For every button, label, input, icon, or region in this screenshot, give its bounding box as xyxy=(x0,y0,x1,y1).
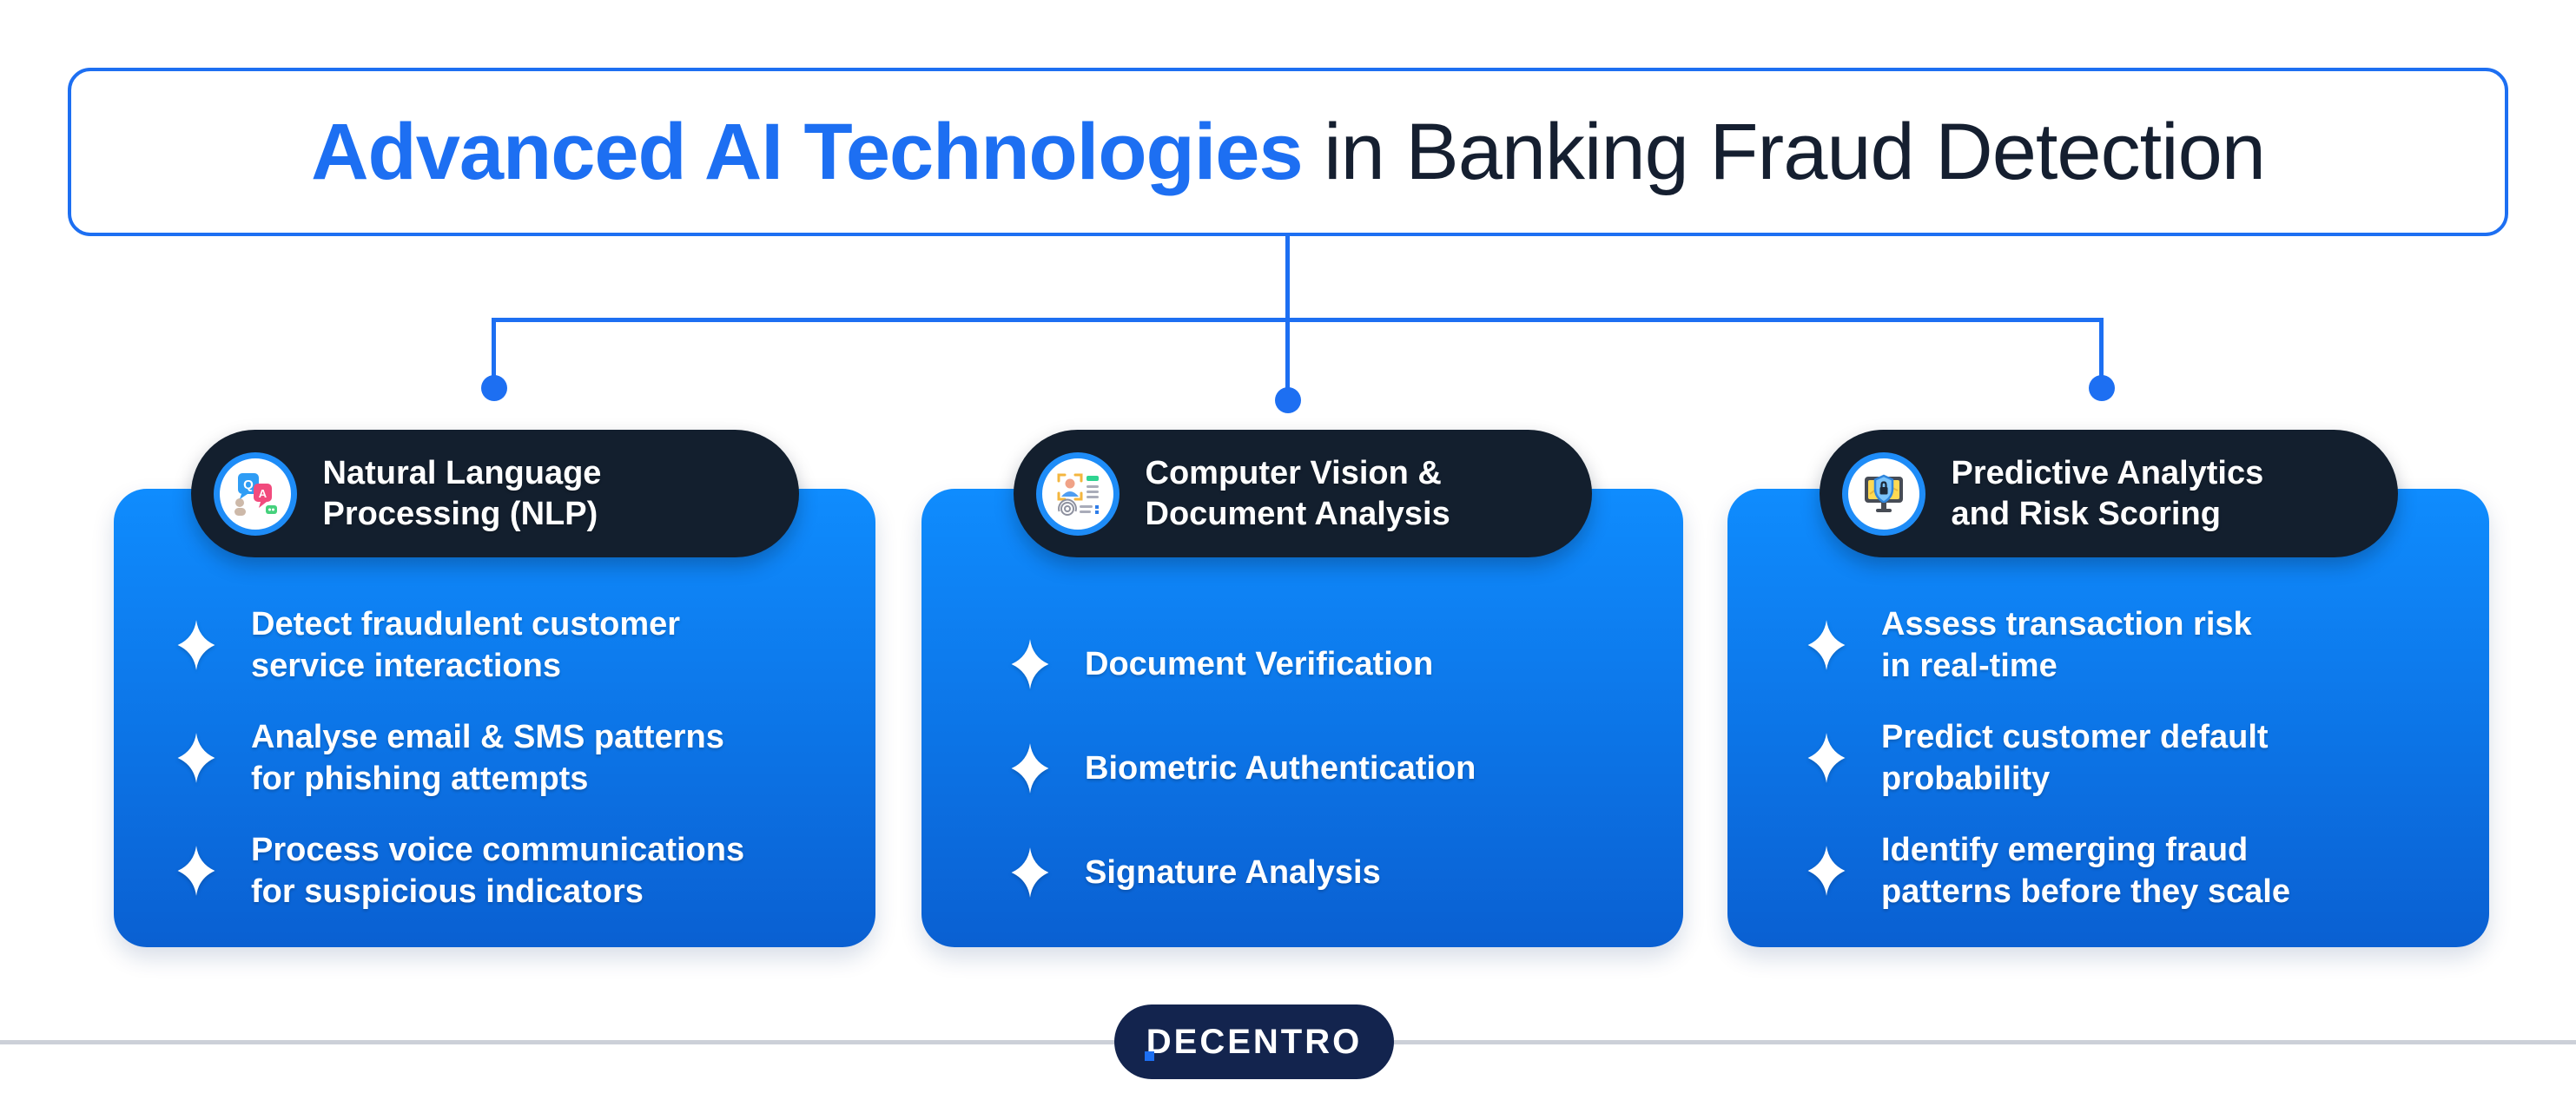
page-title-rest: in Banking Fraud Detection xyxy=(1302,107,2266,196)
connector-stem xyxy=(1285,236,1290,318)
list-item: Document Verification xyxy=(1008,638,1648,690)
sparkle-icon xyxy=(1011,743,1049,794)
logo-dot xyxy=(1144,1051,1154,1061)
sparkle-icon xyxy=(177,733,215,783)
list-item: Biometric Authentication xyxy=(1008,742,1648,794)
card-computer-vision-header: Computer Vision & Document Analysis xyxy=(1013,430,1592,557)
card-nlp-icon-circle: Q A xyxy=(213,451,297,536)
connector-drop-center xyxy=(1285,318,1290,389)
connector-dot-right xyxy=(2089,375,2115,401)
decentro-logo: DECENTRO xyxy=(1114,1004,1394,1079)
card-predictive-analytics-header: Predictive Analytics and Risk Scoring xyxy=(1819,430,2398,557)
card-computer-vision-icon-circle xyxy=(1035,451,1120,536)
svg-text:A: A xyxy=(258,487,267,500)
list-item: Signature Analysis xyxy=(1008,846,1648,899)
monitor-shield-icon xyxy=(1864,474,1903,512)
card-predictive-analytics-icon-circle xyxy=(1841,451,1925,536)
sparkle-icon xyxy=(1011,847,1049,898)
id-document-icon xyxy=(1057,473,1099,516)
connector-dot-left xyxy=(481,375,507,401)
sparkle-icon xyxy=(177,846,215,896)
sparkle-icon xyxy=(1807,733,1846,783)
connector-drop-left xyxy=(492,318,496,377)
page-title-highlight: Advanced AI Technologies xyxy=(311,107,1304,196)
svg-text:Q: Q xyxy=(243,478,254,492)
card-computer-vision-bullets: Document Verification Biometric Authenti… xyxy=(921,489,1683,899)
card-computer-vision-title: Computer Vision & Document Analysis xyxy=(1145,454,1450,532)
sparkle-icon xyxy=(1807,620,1846,670)
card-predictive-analytics: Predictive Analytics and Risk Scoring As… xyxy=(1727,430,2489,947)
connector-dot-center xyxy=(1275,387,1301,413)
card-computer-vision: Computer Vision & Document Analysis Docu… xyxy=(921,430,1683,947)
connector-drop-right xyxy=(2099,318,2104,377)
card-predictive-analytics-title: Predictive Analytics and Risk Scoring xyxy=(1951,454,2264,532)
sparkle-icon xyxy=(1011,639,1049,689)
page-title: Advanced AI Technologies in Banking Frau… xyxy=(311,107,2266,198)
sparkle-icon xyxy=(177,620,215,670)
card-nlp-header: Q A Natural Language Processing (NLP) xyxy=(190,430,799,557)
qa-chat-icon: Q A xyxy=(234,472,277,516)
title-box: Advanced AI Technologies in Banking Frau… xyxy=(68,68,2508,236)
card-nlp: Q A Natural Language Processing (NLP) De… xyxy=(114,430,875,947)
connector-horizontal xyxy=(492,318,2104,322)
decentro-logo-text: DECENTRO xyxy=(1144,1022,1363,1061)
card-nlp-title: Natural Language Processing (NLP) xyxy=(322,454,602,532)
sparkle-icon xyxy=(1807,846,1846,896)
